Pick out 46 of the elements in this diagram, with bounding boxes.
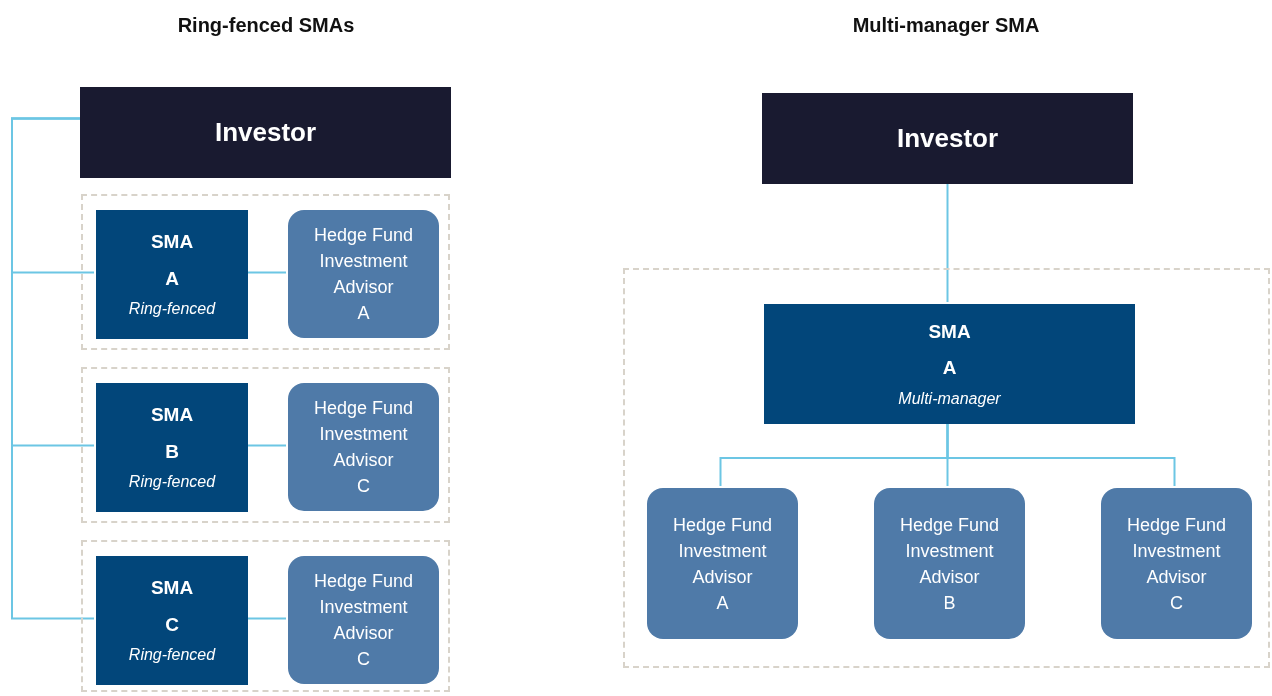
node-title: Investor bbox=[896, 122, 999, 155]
node-title: SMA bbox=[150, 230, 194, 254]
node-title: SMA bbox=[150, 576, 194, 600]
connector-line bbox=[946, 183, 949, 303]
advisor-box bbox=[288, 556, 439, 684]
connector-line bbox=[11, 117, 95, 620]
node-letter: B bbox=[943, 591, 956, 615]
advisor-box bbox=[874, 488, 1025, 639]
node-letter: A bbox=[716, 591, 729, 615]
node-title: Hedge Fund Investment Advisor bbox=[898, 513, 1001, 589]
sma-box bbox=[96, 383, 248, 512]
dashed-group-frame bbox=[81, 367, 450, 523]
investor-box bbox=[80, 87, 451, 178]
node-subtitle: Ring-fenced bbox=[128, 299, 216, 319]
node-subtitle: Multi-manager bbox=[898, 388, 1001, 409]
node-letter: C bbox=[357, 475, 370, 498]
advisor-box bbox=[647, 488, 798, 639]
advisor-box bbox=[288, 210, 439, 338]
dashed-group-frame bbox=[81, 194, 450, 350]
node-letter: C bbox=[357, 648, 370, 671]
advisor-box bbox=[1101, 488, 1252, 639]
node-title: Hedge Fund Investment Advisor bbox=[312, 397, 415, 472]
section-heading: Ring-fenced SMAs bbox=[177, 13, 355, 38]
node-title: Investor bbox=[214, 116, 317, 149]
node-letter: A bbox=[165, 266, 179, 291]
node-title: Hedge Fund Investment Advisor bbox=[1125, 513, 1228, 589]
node-letter: C bbox=[165, 612, 179, 637]
advisor-box bbox=[288, 383, 439, 511]
node-letter: C bbox=[1170, 591, 1183, 615]
node-title: SMA bbox=[928, 319, 971, 344]
node-title: Hedge Fund Investment Advisor bbox=[671, 513, 774, 589]
investor-box bbox=[762, 93, 1133, 184]
node-title: SMA bbox=[150, 403, 194, 427]
node-title: Hedge Fund Investment Advisor bbox=[312, 570, 415, 645]
node-title: Hedge Fund Investment Advisor bbox=[312, 224, 415, 299]
node-subtitle: Ring-fenced bbox=[128, 472, 216, 492]
dashed-group-frame bbox=[623, 268, 1270, 668]
node-letter: A bbox=[942, 356, 957, 380]
node-letter: A bbox=[357, 302, 370, 325]
dashed-group-frame bbox=[81, 540, 450, 692]
sma-box bbox=[96, 556, 248, 685]
sma-box bbox=[96, 210, 248, 339]
section-heading: Multi-manager SMA bbox=[852, 13, 1040, 38]
node-letter: B bbox=[165, 439, 179, 464]
node-subtitle: Ring-fenced bbox=[128, 645, 216, 665]
sma-box bbox=[764, 304, 1135, 424]
